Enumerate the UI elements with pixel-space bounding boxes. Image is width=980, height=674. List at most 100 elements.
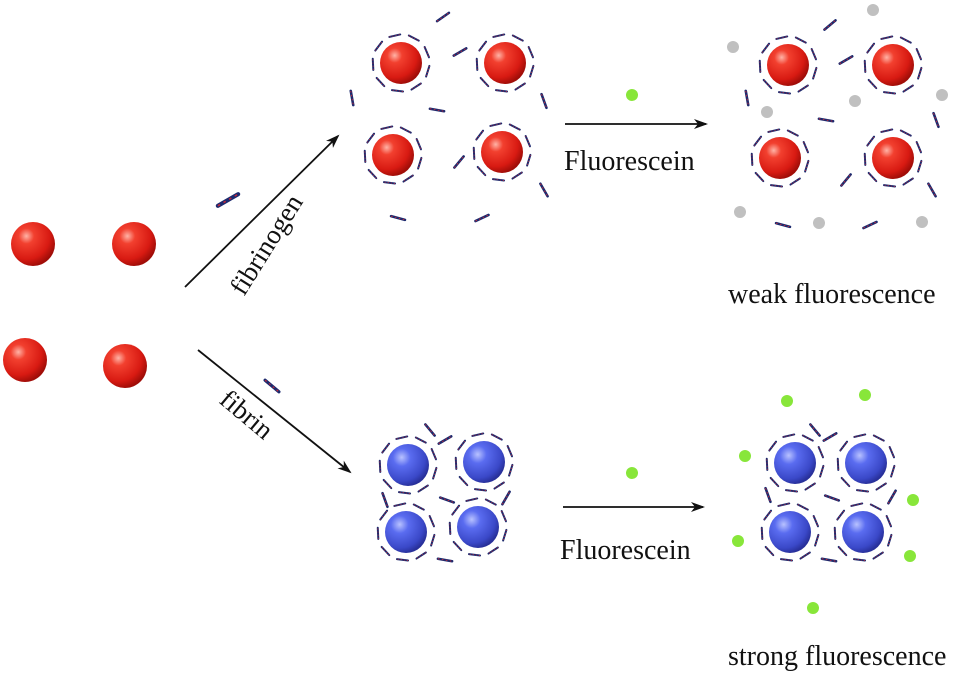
protein-molecule (402, 174, 414, 183)
protein-molecule (399, 126, 412, 134)
protein-molecule (812, 66, 818, 80)
nanoparticle (774, 442, 816, 484)
protein-molecule (479, 76, 490, 88)
protein-molecule (855, 489, 870, 493)
nanoparticle (372, 134, 414, 176)
protein-molecule (430, 533, 436, 547)
protein-molecule (887, 533, 893, 547)
nanoparticle (11, 222, 55, 266)
protein-molecule (915, 48, 922, 61)
protein-molecule (902, 177, 914, 186)
protein-molecule (501, 490, 511, 506)
protein-molecule (882, 91, 897, 95)
protein-molecule (887, 489, 897, 505)
protein-molecule (917, 66, 923, 80)
protein-molecule (467, 553, 482, 557)
protein-molecule (374, 40, 384, 52)
protein-molecule (432, 466, 438, 480)
protein-molecule (932, 111, 940, 129)
protein-molecule (840, 476, 851, 488)
protein-molecule (869, 503, 882, 511)
protein-molecule (492, 33, 506, 38)
protein-molecule (804, 159, 810, 173)
protein-molecule (767, 128, 781, 133)
protein-molecule (782, 433, 796, 438)
protein-molecule (880, 35, 894, 40)
nanoparticle (463, 441, 505, 483)
protein-molecule (850, 502, 864, 507)
protein-molecule (378, 459, 382, 473)
nanoparticle (484, 42, 526, 84)
bare-nanoparticles (3, 222, 156, 388)
protein-molecule (777, 91, 792, 95)
protein-molecule (758, 59, 762, 73)
protein-molecule (407, 34, 420, 42)
fibrin-cluster-with-fluorescein (760, 423, 897, 563)
protein-molecule (797, 84, 809, 93)
protein-molecule (428, 107, 446, 113)
nanoparticle (769, 511, 811, 553)
protein-molecule (423, 46, 430, 59)
protein-molecule (764, 545, 775, 557)
protein-molecule (761, 42, 771, 54)
nanoparticle (457, 506, 499, 548)
protein-molecule (801, 434, 814, 442)
protein-molecule (502, 528, 508, 542)
fibrinogen-coated-cluster (349, 11, 549, 223)
protein-molecule (875, 482, 887, 491)
protein-molecule (765, 457, 769, 471)
protein-molecule (511, 34, 524, 42)
protein-molecule (457, 439, 467, 451)
protein-molecule (476, 165, 487, 177)
protein-molecule (899, 36, 912, 44)
fluorescein-label-top: Fluorescein (564, 146, 695, 177)
protein-molecule (484, 498, 497, 506)
protein-molecule (511, 171, 523, 180)
protein-molecule (817, 117, 835, 123)
protein-molecule (812, 515, 819, 528)
protein-molecule (388, 33, 402, 38)
protein-molecule (852, 558, 867, 562)
protein-molecule (885, 515, 892, 528)
protein-molecule (500, 510, 507, 523)
protein-molecule (529, 64, 535, 78)
protein-molecule (493, 481, 505, 490)
arrow-to-fibrinogen (184, 134, 340, 288)
protein-molecule (779, 558, 794, 562)
protein-molecule (863, 59, 867, 73)
protein-molecule (508, 123, 521, 131)
protein-molecule (415, 551, 427, 560)
protein-molecule (410, 82, 422, 91)
nanoparticle (759, 137, 801, 179)
protein-molecule (514, 82, 526, 91)
nanoparticle (380, 42, 422, 84)
protein-molecule (784, 489, 799, 493)
protein-molecule (474, 213, 490, 223)
protein-molecule (458, 475, 469, 487)
protein-molecule (414, 436, 427, 444)
protein-molecule (769, 184, 784, 188)
fluorescein-dot-icon (626, 467, 638, 479)
protein-molecule (882, 184, 897, 188)
arrow-to-fibrin (197, 349, 352, 474)
fluorescein-dot-icon (626, 89, 638, 101)
protein-molecule (506, 445, 513, 458)
nanoparticle (3, 338, 47, 382)
protein-molecule (810, 48, 817, 61)
protein-molecule (769, 476, 780, 488)
protein-molecule (823, 494, 841, 502)
nanoparticle (842, 511, 884, 553)
protein-molecule (471, 432, 485, 437)
protein-molecule (888, 446, 895, 459)
protein-molecule (768, 440, 778, 452)
nanoparticle (872, 137, 914, 179)
protein-molecule (475, 129, 485, 141)
protein-molecule (524, 135, 531, 148)
protein-molecule (526, 153, 532, 167)
nanoparticle (872, 44, 914, 86)
fibrinogen-cluster-with-fluorescein (744, 19, 940, 230)
fluorescein-label-bottom: Fluorescein (560, 535, 691, 566)
protein-molecule (382, 181, 397, 185)
protein-molecule (836, 509, 846, 521)
